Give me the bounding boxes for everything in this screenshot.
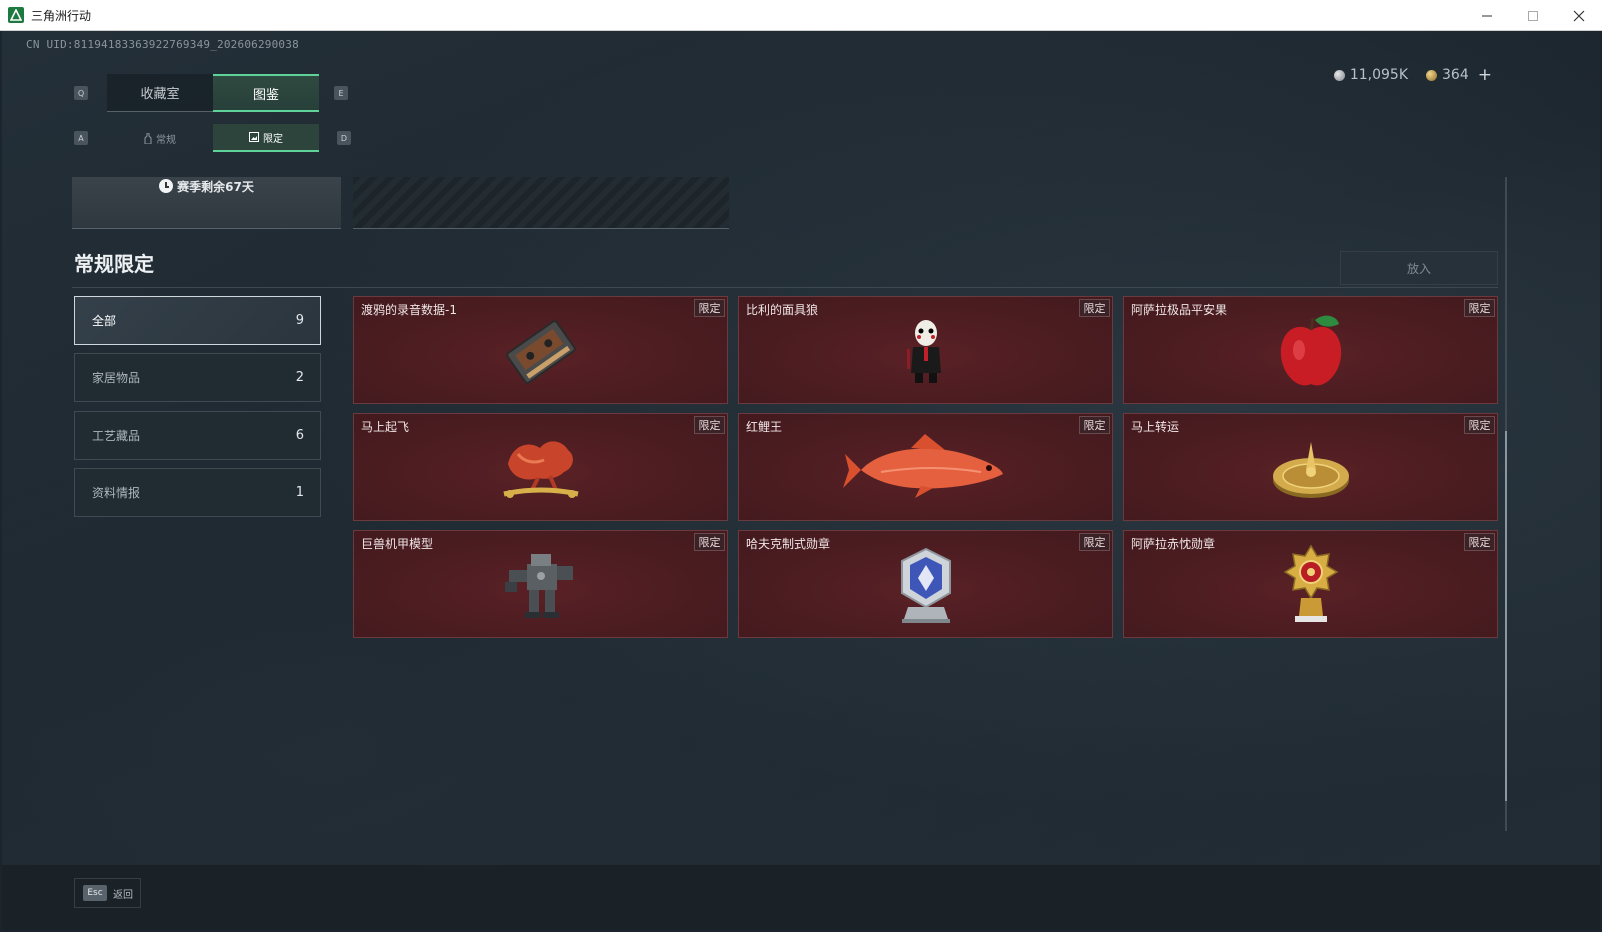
subtab-regular-label: 常规 — [156, 134, 176, 146]
item-card[interactable]: 红鲤王 限定 — [738, 413, 1113, 521]
limited-badge: 限定 — [1079, 416, 1110, 434]
item-name: 红鲤王 — [746, 420, 783, 434]
subtab-limited-label: 限定 — [263, 133, 283, 145]
game-viewport: CN UID:8119418336392276934­9_20260629003… — [2, 31, 1600, 930]
category-label: 资料情报 — [92, 486, 141, 500]
window-title: 三角洲行动 — [31, 8, 92, 23]
cassette-icon — [505, 320, 576, 384]
gold-amount: 364 — [1442, 67, 1469, 83]
gold-coin-icon — [1426, 69, 1438, 81]
uid-text: CN UID:8119418336392276934­9_20260629003… — [26, 38, 299, 51]
key-hint-a: A — [74, 131, 88, 145]
back-button[interactable]: Esc 返回 — [74, 878, 141, 908]
item-name: 巨兽机甲模型 — [361, 537, 434, 551]
gold-currency: 364 + — [1426, 65, 1492, 85]
category-count: 6 — [295, 428, 304, 443]
limited-badge: 限定 — [694, 299, 725, 317]
item-card[interactable]: 马上转运 限定 — [1123, 413, 1498, 521]
currency-bar: 11,095K 364 + — [1333, 65, 1492, 85]
limited-badge: 限定 — [1079, 299, 1110, 317]
scrollbar-thumb[interactable] — [1505, 431, 1507, 801]
window-titlebar: 三角洲行动 — [0, 0, 1602, 31]
silver-amount: 11,095K — [1349, 67, 1409, 83]
silver-currency: 11,095K — [1333, 67, 1409, 83]
item-name: 比利的面具狼 — [746, 303, 819, 317]
carp-icon — [842, 434, 1003, 499]
category-count: 1 — [295, 485, 304, 500]
close-icon — [1573, 10, 1585, 21]
mech-model-icon — [504, 554, 573, 619]
add-currency-button[interactable]: + — [1477, 65, 1492, 85]
limited-badge: 限定 — [1464, 416, 1495, 434]
clock-icon — [159, 179, 174, 193]
minimize-button[interactable] — [1464, 0, 1510, 31]
maximize-button[interactable] — [1510, 0, 1556, 31]
key-hint-q: Q — [74, 86, 88, 100]
key-hint-e: E — [334, 86, 348, 100]
app-logo-icon — [8, 7, 24, 23]
item-name: 哈夫克制式勋章 — [746, 537, 831, 551]
main-tabs: 收藏室 图鉴 — [107, 74, 319, 112]
category-intel[interactable]: 资料情报 1 — [74, 468, 321, 517]
season-banner[interactable]: 赛季剩余67天 — [72, 177, 341, 229]
season-remaining: 赛季剩余67天 — [72, 177, 341, 195]
limited-badge: 限定 — [694, 533, 725, 551]
back-label: 返回 — [113, 889, 133, 901]
silver-medal-icon — [900, 547, 951, 624]
item-name: 阿萨拉极品平安果 — [1131, 303, 1228, 317]
esc-key-hint: Esc — [83, 885, 107, 901]
silver-coin-icon — [1333, 69, 1345, 81]
limited-badge: 限定 — [694, 416, 725, 434]
item-card[interactable]: 巨兽机甲模型 限定 — [353, 530, 728, 638]
category-label: 全部 — [92, 314, 117, 328]
item-name: 渡鸦的录音数据-1 — [361, 303, 457, 317]
category-crafts[interactable]: 工艺藏品 6 — [74, 411, 321, 460]
limited-badge: 限定 — [1079, 533, 1110, 551]
category-label: 家居物品 — [92, 371, 141, 385]
category-household[interactable]: 家居物品 2 — [74, 353, 321, 402]
locked-banner-slot[interactable] — [353, 177, 729, 229]
minimize-icon — [1482, 15, 1492, 16]
category-label: 工艺藏品 — [92, 429, 141, 443]
tab-codex[interactable]: 图鉴 — [213, 74, 319, 112]
category-all[interactable]: 全部 9 — [74, 296, 321, 345]
close-button[interactable] — [1556, 0, 1602, 31]
apple-icon — [1280, 315, 1341, 386]
subtab-regular[interactable]: 常规 — [107, 124, 213, 152]
item-card[interactable]: 阿萨拉赤忱勋章 限定 — [1123, 530, 1498, 638]
season-remaining-text: 赛季剩余67天 — [177, 179, 254, 194]
item-card[interactable]: 哈夫克制式勋章 限定 — [738, 530, 1113, 638]
limited-badge: 限定 — [1464, 533, 1495, 551]
puppet-icon — [906, 320, 941, 384]
item-card[interactable]: 渡鸦的录音数据-1 限定 — [353, 296, 728, 404]
category-count: 9 — [295, 313, 304, 328]
bottle-icon — [144, 132, 152, 144]
horse-statue-icon — [502, 441, 579, 499]
limited-badge: 限定 — [1464, 299, 1495, 317]
key-hint-d: D — [337, 131, 351, 145]
tab-collection-room[interactable]: 收藏室 — [107, 74, 213, 112]
gold-medal-icon — [1283, 544, 1338, 623]
section-divider — [72, 287, 1498, 288]
maximize-icon — [1528, 10, 1538, 21]
bottom-bar: Esc 返回 — [2, 865, 1600, 930]
item-name: 阿萨拉赤忱勋章 — [1131, 537, 1216, 551]
picture-icon — [249, 132, 259, 142]
put-in-button[interactable]: 放入 — [1340, 251, 1498, 285]
item-name: 马上转运 — [1131, 420, 1180, 434]
item-card[interactable]: 马上起飞 限定 — [353, 413, 728, 521]
item-card[interactable]: 比利的面具狼 限定 — [738, 296, 1113, 404]
item-card[interactable]: 阿萨拉极品平安果 限定 — [1123, 296, 1498, 404]
item-name: 马上起飞 — [361, 420, 410, 434]
golden-dial-icon — [1272, 442, 1349, 499]
section-title: 常规限定 — [74, 252, 154, 276]
category-count: 2 — [295, 370, 304, 385]
subtab-limited[interactable]: 限定 — [213, 124, 319, 152]
sub-tabs: 常规 限定 — [107, 124, 319, 152]
